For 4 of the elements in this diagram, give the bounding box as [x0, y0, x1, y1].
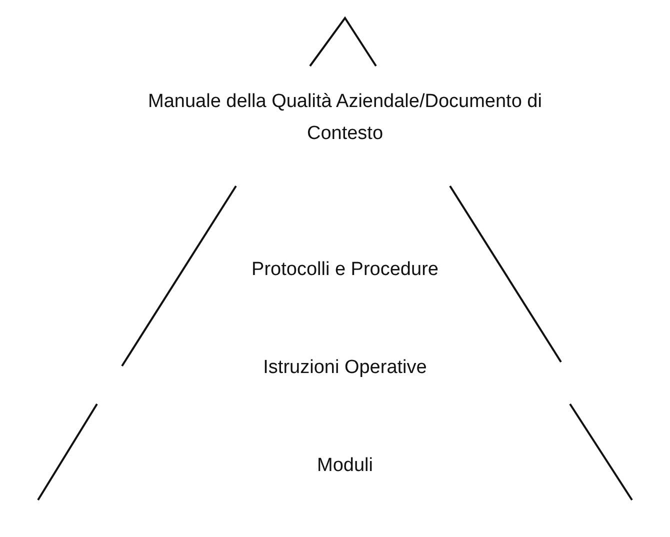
pyramid-level-text: Istruzioni Operative — [262, 356, 428, 380]
pyramid-level-text: Manuale della Qualità Aziendale/Documento di Contesto — [147, 90, 543, 146]
pyramid-level-text: Protocolli e Procedure — [250, 258, 440, 282]
pyramid-level-text: Moduli — [316, 454, 374, 478]
